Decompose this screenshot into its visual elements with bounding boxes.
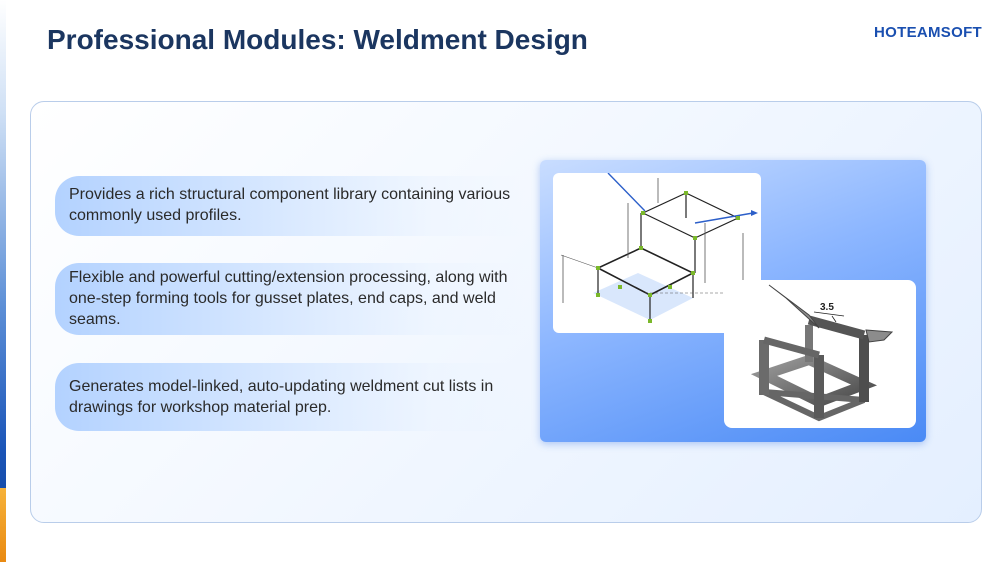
feature-text: Flexible and powerful cutting/extension … (69, 269, 508, 328)
feature-text: Generates model-linked, auto-updating we… (69, 378, 494, 416)
brand-logo: HOTEAMSOFT (874, 24, 982, 41)
page-title: Professional Modules: Weldment Design (47, 24, 588, 55)
feature-text: Provides a rich structural component lib… (69, 186, 511, 224)
feature-item-profile-library: Provides a rich structural component lib… (55, 176, 525, 236)
feature-item-cutting-tools: Flexible and powerful cutting/extension … (55, 263, 525, 335)
weld-size-label: 3.5 (820, 302, 834, 313)
left-decor-accent (0, 488, 6, 562)
weldment-frame-model-icon: 3.5 (724, 280, 916, 428)
feature-item-cut-lists: Generates model-linked, auto-updating we… (55, 363, 525, 431)
left-decor-stripe (0, 0, 6, 562)
